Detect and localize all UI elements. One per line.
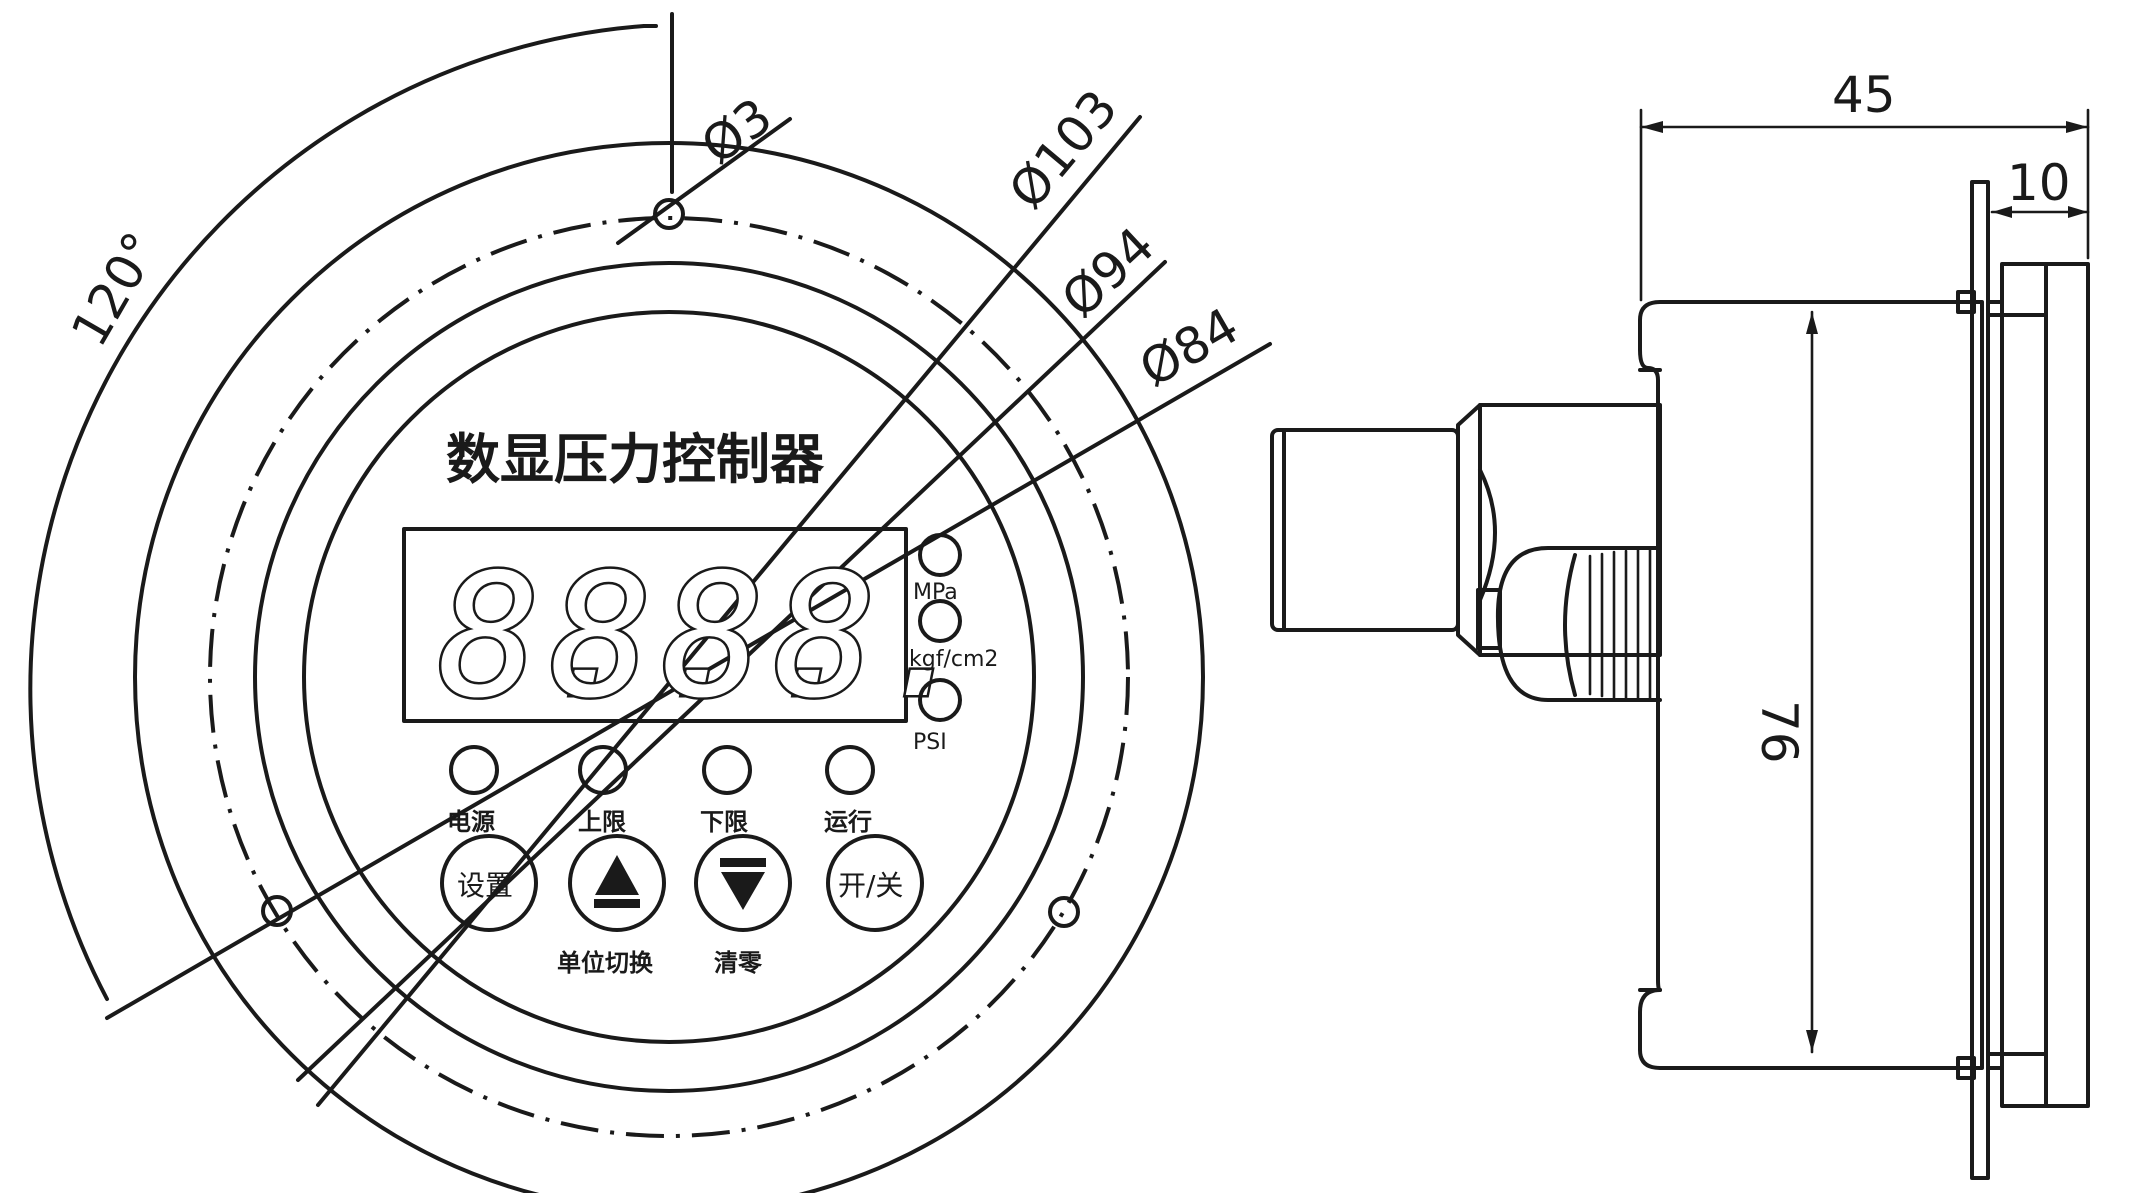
unit-led-mpa	[918, 533, 962, 577]
unit-kgf: kgf/cm2	[909, 647, 998, 672]
power-light	[449, 745, 499, 795]
display-digits: 8. 8. 8. 8.	[436, 536, 982, 739]
hex-nut	[1456, 403, 1662, 657]
unit-led-psi	[918, 678, 962, 722]
gland-knurling	[1588, 547, 1652, 702]
arrow-76-top	[1806, 312, 1818, 334]
arrow-10-right	[2068, 206, 2088, 218]
arrow-45-right	[2066, 121, 2088, 133]
dim-10: 10	[2007, 154, 2071, 212]
mount-hole-right	[1048, 896, 1080, 928]
lower-limit-label: 下限	[700, 808, 748, 836]
running-light	[825, 745, 875, 795]
power-label: 电源	[447, 808, 495, 836]
dim-45: 45	[1832, 66, 1896, 124]
on-off-button[interactable]	[826, 834, 924, 932]
clip-bottom	[1956, 1056, 1976, 1080]
unit-psi: PSI	[913, 730, 947, 755]
digit-3: 8.	[662, 538, 867, 736]
running-label: 运行	[824, 808, 872, 836]
front-bezel	[2000, 262, 2048, 1108]
upper-limit-label: 上限	[578, 808, 626, 836]
on-off-label: 开/关	[838, 869, 903, 902]
led-display	[402, 527, 908, 723]
up-arrow-bar	[594, 899, 640, 908]
hex-nut-curve	[1478, 468, 1497, 602]
arrow-45-left	[1641, 121, 1663, 133]
cable-stub	[1476, 588, 1502, 650]
dim-d103: Ø103	[998, 79, 1129, 220]
digit-2: 8.	[550, 538, 755, 736]
down-arrow-bar	[720, 858, 766, 867]
angle-arc	[28, 24, 646, 1001]
digit-4: 8.	[774, 538, 979, 736]
front-view: Ø3 Ø103 Ø94 Ø84 120° 数显压力控制器 8. 8. 8. 8.…	[28, 12, 1272, 1193]
leader-d94	[296, 260, 1167, 1082]
set-button[interactable]	[440, 834, 538, 932]
flange-step	[1986, 300, 2004, 1070]
dim-76: 76	[1750, 700, 1808, 764]
dim-angle: 120°	[60, 223, 170, 356]
case-circle	[253, 261, 1085, 1093]
device-title: 数显压力控制器	[446, 428, 825, 491]
down-button[interactable]	[694, 834, 792, 932]
up-button[interactable]	[568, 834, 666, 932]
dim-hole: Ø3	[691, 87, 783, 176]
thread-fitting	[1270, 428, 1460, 632]
unit-switch-label: 单位切换	[557, 949, 654, 977]
lower-limit-light	[702, 745, 752, 795]
leader-d103	[316, 115, 1142, 1107]
dim-d94: Ø94	[1051, 216, 1166, 329]
cable-gland	[1495, 546, 1662, 702]
down-arrow-icon	[721, 872, 765, 910]
side-view: 45 10 76	[1270, 66, 2090, 1180]
glass-cover	[2044, 262, 2090, 1108]
zero-label: 清零	[714, 949, 763, 977]
cable-gland-inner	[1563, 553, 1577, 697]
digit-1: 8.	[438, 538, 643, 736]
dim-d84: Ø84	[1130, 297, 1248, 399]
unit-led-kgf	[918, 599, 962, 643]
set-button-label: 设置	[457, 869, 513, 902]
arrow-76-bottom	[1806, 1030, 1818, 1052]
leader-d84	[105, 342, 1272, 1020]
clip-top	[1956, 290, 1976, 314]
outer-flange-circle	[133, 141, 1205, 1193]
housing-body	[1638, 300, 1984, 1070]
arrow-10-left	[1992, 206, 2012, 218]
up-arrow-icon	[595, 855, 639, 895]
face-circle	[302, 310, 1036, 1044]
bolt-circle	[208, 216, 1130, 1138]
upper-limit-light	[578, 745, 628, 795]
hole-leader	[616, 117, 792, 245]
